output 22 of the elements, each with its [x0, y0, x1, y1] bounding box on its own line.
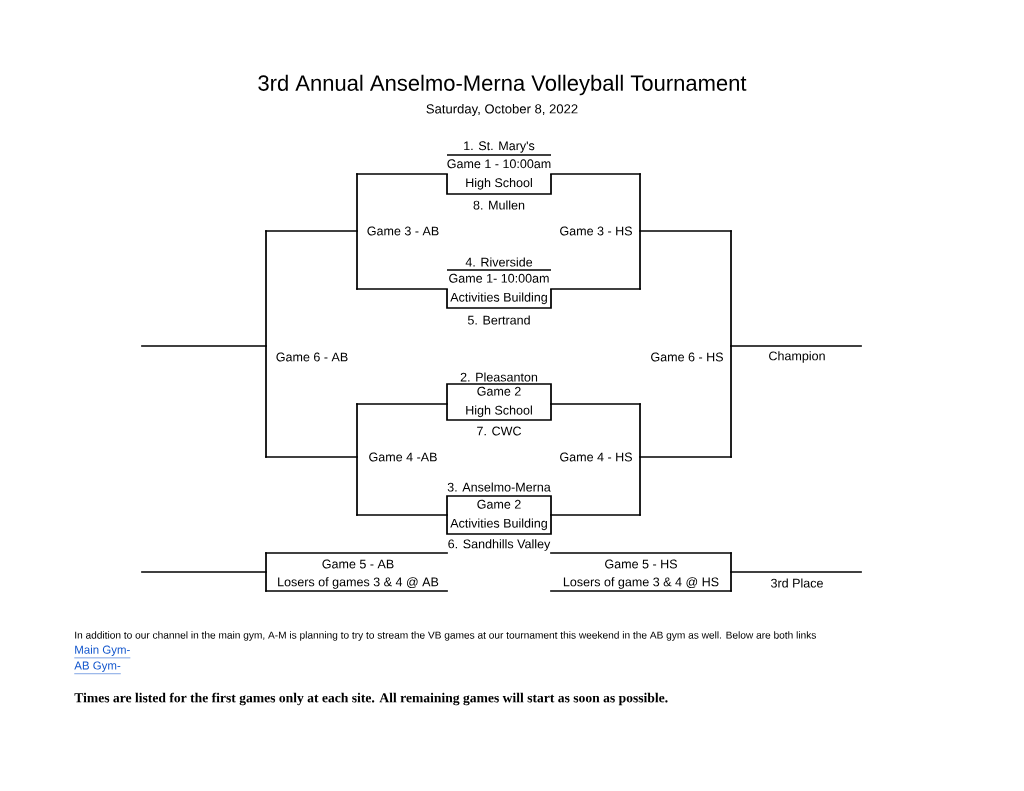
game-label: Game 6 - AB — [276, 352, 348, 362]
game-label: Game 3 - HS — [560, 226, 632, 236]
result-label: Champion — [769, 351, 825, 363]
game-note: Losers of game 3 & 4 @ HS — [563, 577, 719, 589]
game-box: Game 2 High School — [446, 383, 552, 421]
game-label: Game 3 - AB — [367, 226, 439, 236]
date-subtitle: Saturday, October 8, 2022 — [426, 103, 578, 117]
note-text: Times are listed for the first games only at each site. All remaining games will start as soon as possible. — [74, 692, 668, 706]
game-box: Game 2 Activities Building — [446, 495, 552, 535]
game-label: Game 5 - AB — [322, 559, 394, 569]
game-label: Game 6 - HS — [651, 352, 723, 362]
link-text: Main Gym- — [74, 645, 131, 659]
game-box: Game 1- 10:00am Activities Building — [446, 269, 552, 309]
game-note: Losers of games 3 & 4 @ AB — [278, 577, 439, 589]
link-text: AB Gym- — [74, 661, 122, 674]
game-label: Game 5 - HS — [605, 559, 677, 569]
result-label: 3rd Place — [771, 578, 823, 588]
game-label: Game 4 - HS — [560, 452, 632, 462]
game-box: Game 1 - 10:00am High School — [446, 154, 552, 195]
title: 3rd Annual Anselmo-Merna Volleyball Tournament — [258, 74, 747, 96]
note-text: In addition to our channel in the main gym, A-M is planning to try to stream the VB games at our tournament this weekend in the AB gym as well. Below are both links — [75, 631, 816, 641]
game-label: Game 4 -AB — [369, 452, 437, 462]
